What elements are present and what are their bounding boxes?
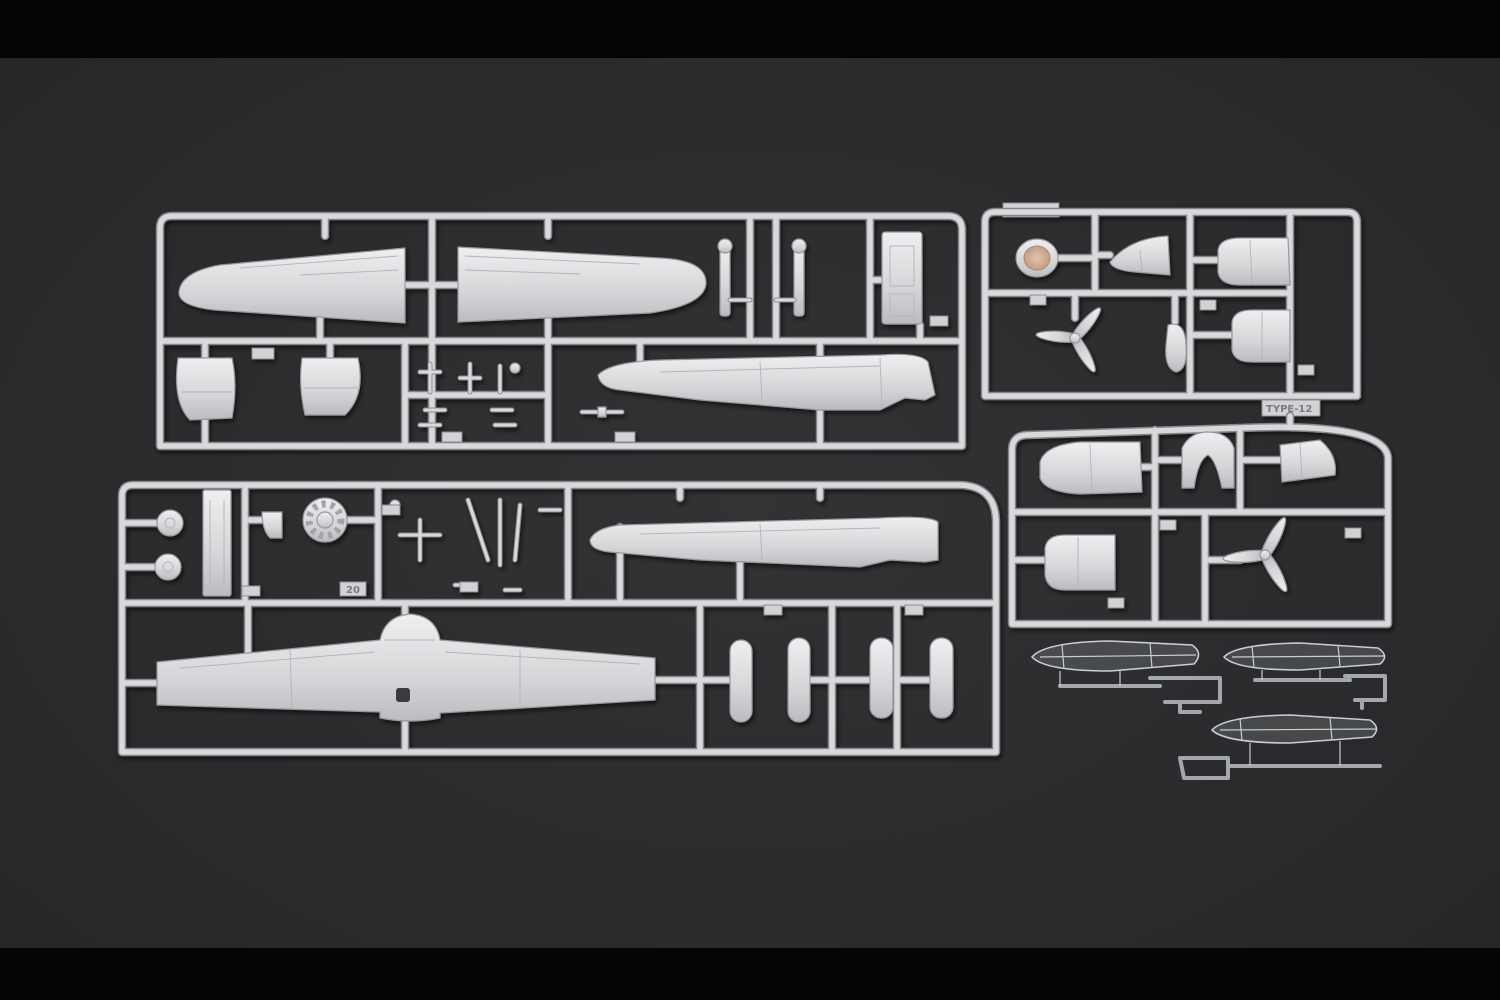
radial-engine [302,497,348,543]
canopy-2 [1223,642,1387,710]
wheels [154,509,184,581]
part-tab-b5 [241,585,261,597]
stabilizer-left [175,357,236,421]
part-tab-b1 [381,504,401,516]
lower-wing [156,613,656,722]
part-tab-d1 [1159,519,1177,531]
letterbox-top [0,0,1500,58]
sprue-d: TYPE-12 [1012,399,1388,624]
fuselage-half-b [589,516,939,568]
part-tab-b2 [459,581,479,593]
windscreen-frame [1181,431,1235,489]
clear-parts [1031,640,1387,780]
pilot-seat [881,231,923,325]
sprue-a [160,216,962,446]
engine-cowl-lower [1231,309,1291,363]
part-tab-a2 [441,431,463,443]
letterbox-bottom [0,948,1500,1000]
engine-cowl-d-lower [1044,534,1116,591]
cowling-ring [1015,238,1059,278]
sprue-b: 20 [122,485,996,752]
part-tab-d2 [1344,527,1362,539]
stabilizer-right [299,357,361,416]
drop-tanks [729,637,954,723]
engine-cowl-d-upper [1039,441,1143,495]
gun-barrel [579,406,625,418]
part-tab-a3 [614,431,636,443]
part-tab-a1 [251,347,275,360]
engine-cowl-upper [1217,237,1291,286]
part-tab-b3 [763,604,783,616]
small-parts-a [417,361,521,428]
part-tab-c2 [1199,299,1217,311]
fin-d [1279,439,1337,483]
propeller-c [1035,304,1105,376]
upper-wing-left [178,247,406,324]
tail-fin [1109,235,1171,276]
part-tab-c1 [1029,294,1047,306]
wheel-well-opening [396,688,410,702]
part-tab-a4 [929,315,949,327]
part-tab-b4 [904,604,924,616]
vertical-marking-plate [202,489,232,597]
canopy-1 [1031,640,1222,714]
part-number-20: 20 [346,585,360,596]
part-tab-c3 [1297,364,1315,376]
part-number-tab: 20 [339,581,367,597]
fuselage-half-a [597,353,936,411]
landing-gear-struts [717,238,807,317]
propeller-d [1221,514,1292,595]
part-tab-d3 [1107,597,1125,609]
upper-wing-right [457,246,707,323]
canopy-3 [1178,714,1382,780]
bracket-part [261,511,283,539]
spinner-part [1165,323,1187,373]
type-12-label: TYPE-12 [1266,404,1312,415]
sprue-c [985,202,1357,396]
